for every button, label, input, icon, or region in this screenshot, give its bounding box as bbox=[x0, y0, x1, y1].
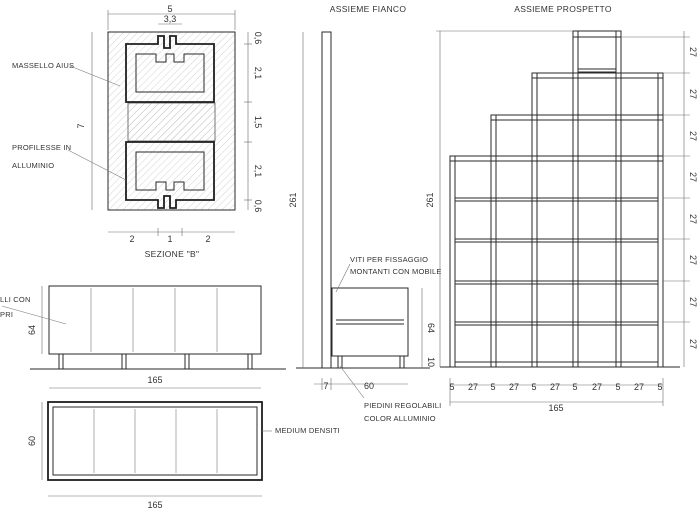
dim-gap-1: 5 bbox=[449, 382, 454, 392]
dim-gap-6: 5 bbox=[657, 382, 662, 392]
dim-gap-4: 5 bbox=[572, 382, 577, 392]
dim-gap-2: 5 bbox=[490, 382, 495, 392]
dim-row-4: 27 bbox=[688, 172, 698, 182]
dim-section-height: 7 bbox=[76, 123, 86, 128]
label-profilesse-2: ALLUMINIO bbox=[12, 161, 54, 170]
section-b-title: SEZIONE "B" bbox=[145, 249, 200, 259]
dim-col-3: 27 bbox=[550, 382, 560, 392]
dim-side-height: 261 bbox=[288, 192, 298, 207]
dim-sec-right-4: 2,1 bbox=[253, 165, 263, 178]
dim-section-width: 5 bbox=[167, 4, 172, 14]
front-assembly-drawing bbox=[436, 30, 690, 406]
dim-row-6: 27 bbox=[688, 255, 698, 265]
dim-side-foot: 7 bbox=[323, 381, 328, 391]
dim-sec-bottom-1: 2 bbox=[129, 234, 134, 244]
section-b-drawing bbox=[67, 10, 252, 236]
dim-sec-bottom-2: 1 bbox=[167, 234, 172, 244]
dim-col-4: 27 bbox=[592, 382, 602, 392]
label-massello: MASSELLO AIUS bbox=[12, 61, 74, 70]
label-piedini-2: COLOR ALLUMINIO bbox=[364, 414, 436, 423]
label-medium: MEDIUM DENSITI bbox=[275, 426, 340, 435]
dim-section-inner: 3,3 bbox=[164, 14, 177, 24]
label-left-1: LLI CON bbox=[0, 295, 31, 304]
label-profilesse-1: PROFILESSE IN bbox=[12, 143, 71, 152]
side-assembly-title: ASSIEME FIANCO bbox=[330, 4, 407, 14]
dim-cabinet-height: 64 bbox=[27, 325, 37, 335]
dim-sec-right-1: 0,6 bbox=[253, 32, 263, 45]
dim-gap-3: 5 bbox=[531, 382, 536, 392]
label-left-2: PRI bbox=[0, 310, 13, 319]
dim-row-3: 27 bbox=[688, 131, 698, 141]
label-viti-1: VITI PER FISSAGGIO bbox=[350, 255, 428, 264]
dim-row-5: 27 bbox=[688, 214, 698, 224]
cabinet-front-drawing bbox=[1, 285, 286, 389]
dim-row-2: 27 bbox=[688, 89, 698, 99]
dim-row-1: 27 bbox=[688, 47, 698, 57]
dim-col-1: 27 bbox=[468, 382, 478, 392]
dim-side-leg: 10 bbox=[426, 357, 436, 367]
front-assembly-title: ASSIEME PROSPETTO bbox=[514, 4, 612, 14]
dim-side-cabinet-height: 64 bbox=[426, 323, 436, 333]
dim-row-8: 27 bbox=[688, 339, 698, 349]
dim-sec-right-2: 2,1 bbox=[253, 67, 263, 80]
dim-front-total: 165 bbox=[548, 403, 563, 413]
dim-sec-bottom-3: 2 bbox=[205, 234, 210, 244]
dim-row-7: 27 bbox=[688, 297, 698, 307]
dim-col-5: 27 bbox=[634, 382, 644, 392]
cabinet-plan-drawing bbox=[41, 401, 272, 497]
dim-sec-right-3: 1,5 bbox=[253, 116, 263, 129]
dim-cabinet-width: 165 bbox=[147, 375, 162, 385]
dim-sec-right-5: 0,6 bbox=[253, 200, 263, 213]
dim-plan-depth: 60 bbox=[27, 436, 37, 446]
dim-front-height: 261 bbox=[425, 192, 435, 207]
dim-gap-5: 5 bbox=[615, 382, 620, 392]
label-viti-2: MONTANTI CON MOBILE bbox=[350, 267, 442, 276]
dim-side-depth: 60 bbox=[364, 381, 374, 391]
dim-plan-width: 165 bbox=[147, 500, 162, 510]
label-piedini-1: PIEDINI REGOLABILI bbox=[364, 401, 441, 410]
side-assembly-drawing bbox=[296, 31, 430, 399]
dim-col-2: 27 bbox=[509, 382, 519, 392]
